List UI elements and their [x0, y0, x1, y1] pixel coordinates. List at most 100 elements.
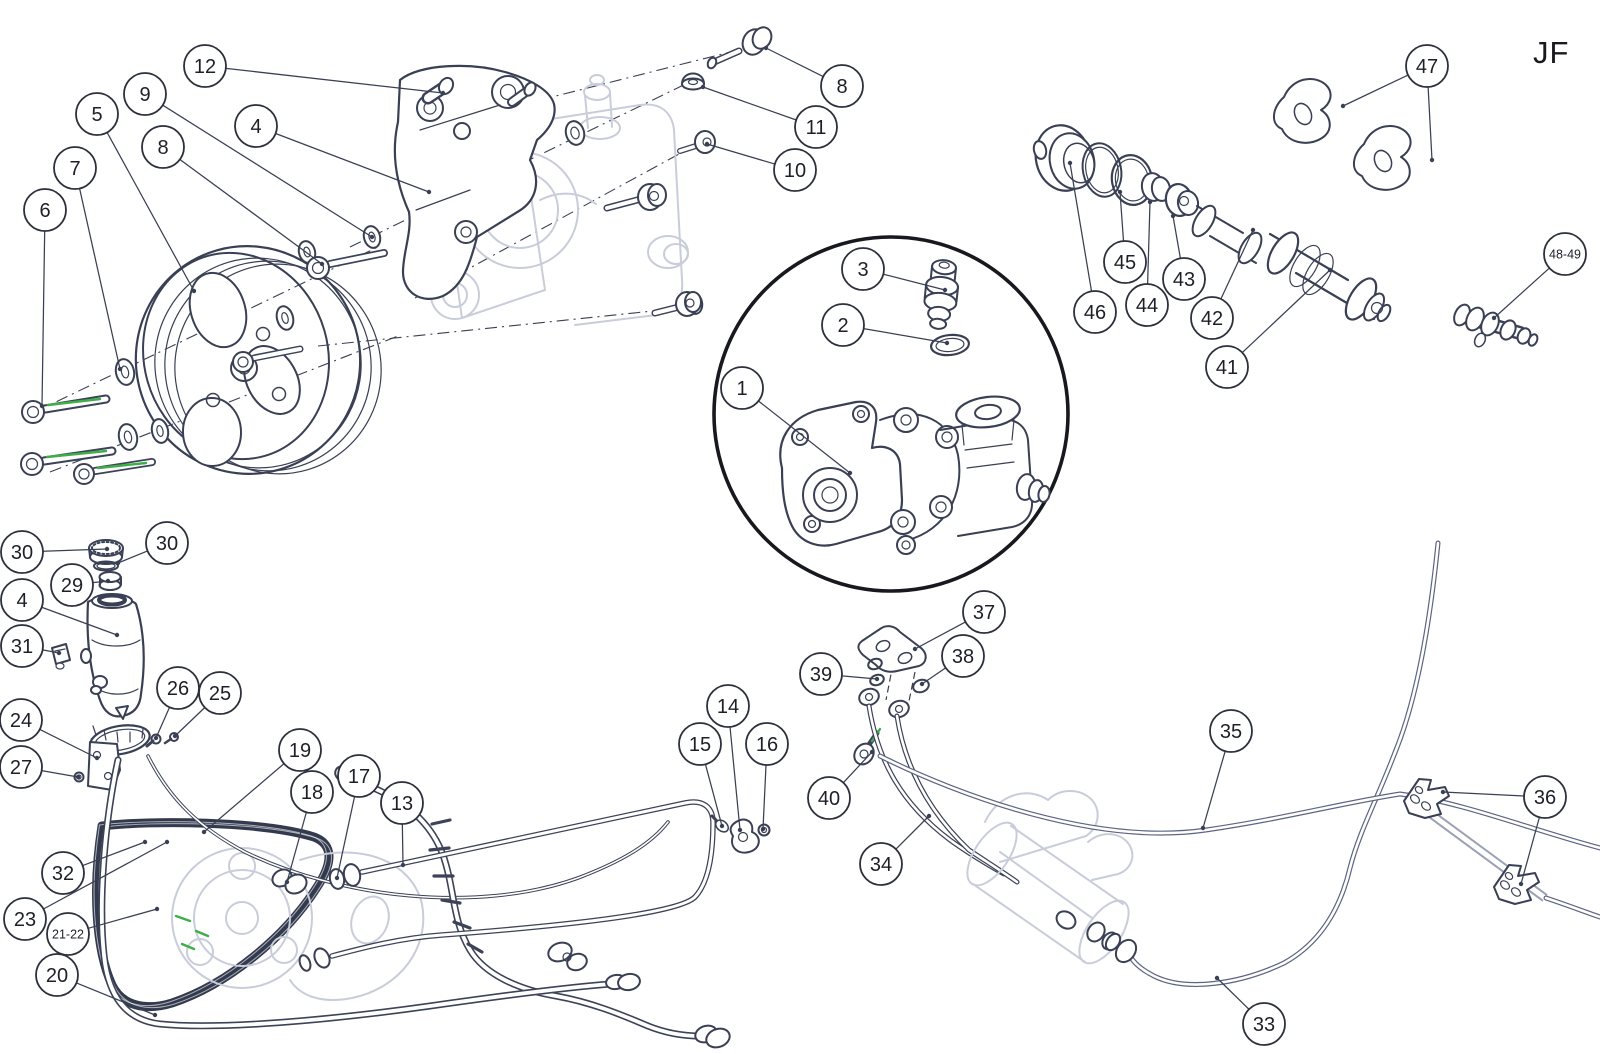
- callout-42[interactable]: 42: [1190, 227, 1256, 340]
- callout-balloon[interactable]: [145, 521, 189, 565]
- leader-dot: [1518, 881, 1524, 887]
- callout-balloon[interactable]: [23, 188, 67, 232]
- callout-balloon[interactable]: [678, 722, 722, 766]
- callout-38[interactable]: 38: [919, 634, 985, 687]
- callout-balloon[interactable]: [50, 563, 94, 607]
- callout-balloon[interactable]: [706, 684, 750, 728]
- callout-1[interactable]: 1: [720, 366, 853, 476]
- callout-balloon[interactable]: [183, 44, 227, 88]
- callout-balloon[interactable]: [0, 530, 44, 574]
- callout-18[interactable]: 18: [284, 770, 334, 885]
- callout-16[interactable]: 16: [745, 722, 789, 832]
- callout-29[interactable]: 29: [50, 563, 111, 607]
- callout-4[interactable]: 4: [234, 104, 432, 195]
- callout-balloon[interactable]: [1209, 709, 1253, 753]
- callout-8[interactable]: 8: [141, 125, 325, 267]
- callout-balloon[interactable]: [773, 148, 817, 192]
- callout-5[interactable]: 5: [75, 92, 197, 294]
- callout-11[interactable]: 11: [700, 84, 838, 149]
- callout-35[interactable]: 35: [1200, 709, 1253, 831]
- callout-43[interactable]: 43: [1162, 213, 1206, 301]
- callout-balloon[interactable]: [0, 624, 44, 668]
- callout-8[interactable]: 8: [763, 45, 864, 108]
- callout-30[interactable]: 30: [115, 521, 189, 566]
- callout-balloon[interactable]: [807, 776, 851, 820]
- callout-4[interactable]: 4: [0, 578, 120, 638]
- callout-34[interactable]: 34: [859, 813, 932, 886]
- callout-balloon[interactable]: [1103, 240, 1147, 284]
- callout-balloon[interactable]: [0, 745, 43, 789]
- callout-balloon[interactable]: [1125, 283, 1169, 327]
- callout-balloon[interactable]: [941, 634, 985, 678]
- callout-balloon[interactable]: [794, 105, 838, 149]
- callout-33[interactable]: 33: [1214, 975, 1286, 1046]
- callout-balloon[interactable]: [745, 722, 789, 766]
- leader-dot: [1067, 160, 1073, 166]
- callout-balloon[interactable]: [123, 72, 167, 116]
- callout-balloon[interactable]: [35, 953, 79, 997]
- callout-balloon[interactable]: [0, 698, 43, 742]
- callout-14[interactable]: 14: [706, 684, 750, 833]
- callout-46[interactable]: 46: [1067, 160, 1117, 334]
- callout-21-22[interactable]: 21-22: [46, 906, 160, 956]
- leader-line: [702, 86, 797, 121]
- callout-19[interactable]: 19: [201, 728, 322, 835]
- callout-47[interactable]: 47: [1340, 44, 1449, 163]
- callout-balloon[interactable]: [3, 897, 47, 941]
- callout-balloon[interactable]: [75, 92, 119, 136]
- callout-balloon[interactable]: [41, 851, 85, 895]
- callout-balloon[interactable]: [820, 64, 864, 108]
- callout-44[interactable]: 44: [1125, 199, 1169, 327]
- callout-36[interactable]: 36: [1440, 775, 1567, 887]
- callout-45[interactable]: 45: [1103, 189, 1147, 284]
- callout-41[interactable]: 41: [1205, 267, 1333, 389]
- callout-balloon[interactable]: [53, 146, 97, 190]
- callout-9[interactable]: 9: [123, 72, 375, 240]
- callout-balloon[interactable]: [278, 728, 322, 772]
- callout-23[interactable]: 23: [3, 839, 170, 941]
- callout-balloon[interactable]: [1162, 257, 1206, 301]
- callout-40[interactable]: 40: [807, 749, 875, 820]
- callout-27[interactable]: 27: [0, 745, 81, 789]
- callout-10[interactable]: 10: [704, 141, 817, 192]
- callout-26[interactable]: 26: [153, 666, 200, 741]
- callout-balloon[interactable]: [0, 578, 44, 622]
- callout-balloon[interactable]: [141, 125, 185, 169]
- callout-balloon[interactable]: [720, 366, 764, 410]
- callout-12[interactable]: 12: [183, 44, 446, 96]
- callout-20[interactable]: 20: [35, 953, 158, 1018]
- callout-25[interactable]: 25: [172, 671, 242, 739]
- callout-balloon[interactable]: [1205, 345, 1249, 389]
- callout-balloon[interactable]: [859, 842, 903, 886]
- callout-balloon[interactable]: [46, 912, 90, 956]
- callout-24[interactable]: 24: [0, 698, 100, 761]
- callout-balloon[interactable]: [380, 781, 424, 825]
- callout-13[interactable]: 13: [380, 781, 424, 868]
- callout-39[interactable]: 39: [799, 652, 880, 696]
- callout-48-49[interactable]: 48-49: [1491, 232, 1587, 321]
- callout-balloon[interactable]: [1405, 44, 1449, 88]
- callout-32[interactable]: 32: [41, 839, 148, 895]
- callout-7[interactable]: 7: [53, 146, 123, 372]
- callout-balloon[interactable]: [337, 754, 381, 798]
- callout-balloon[interactable]: [198, 671, 242, 715]
- callout-balloon[interactable]: [1543, 232, 1587, 276]
- callout-balloon[interactable]: [841, 247, 885, 291]
- callout-balloon[interactable]: [1073, 290, 1117, 334]
- callout-balloon[interactable]: [962, 590, 1006, 634]
- callout-31[interactable]: 31: [0, 624, 62, 668]
- callout-balloon[interactable]: [1523, 775, 1567, 819]
- callout-2[interactable]: 2: [821, 303, 950, 347]
- callout-17[interactable]: 17: [334, 754, 381, 881]
- callout-balloon[interactable]: [799, 652, 843, 696]
- callout-balloon[interactable]: [1190, 296, 1234, 340]
- callout-37[interactable]: 37: [912, 590, 1006, 652]
- callout-balloon[interactable]: [821, 303, 865, 347]
- callout-balloon[interactable]: [1242, 1002, 1286, 1046]
- callout-6[interactable]: 6: [23, 188, 67, 409]
- callout-balloon[interactable]: [290, 770, 334, 814]
- callout-30[interactable]: 30: [0, 530, 110, 574]
- callout-balloon[interactable]: [234, 104, 278, 148]
- callout-3[interactable]: 3: [841, 247, 948, 293]
- callout-15[interactable]: 15: [678, 722, 725, 829]
